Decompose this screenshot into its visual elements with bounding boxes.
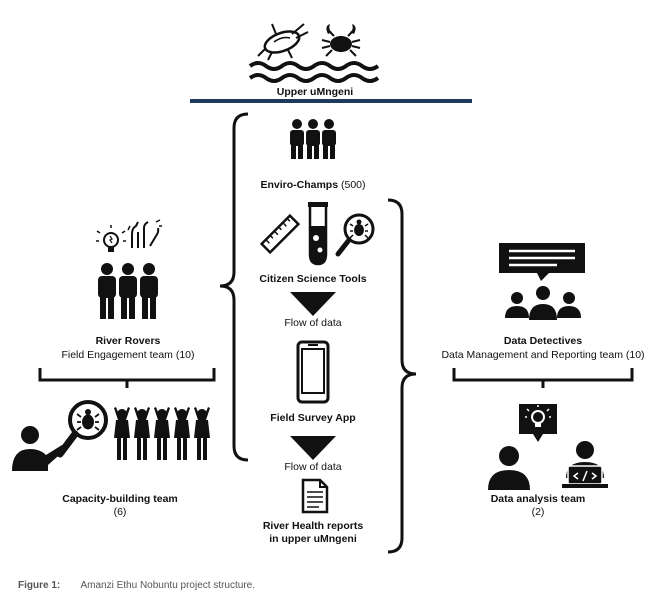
phone-icon <box>296 340 330 404</box>
cheering-people-icon <box>114 407 210 460</box>
presenter-icon <box>488 446 530 490</box>
chat-bubble-icon <box>499 243 585 281</box>
crab-icon <box>321 24 361 57</box>
river-rovers-subtitle: Field Engagement team (10) <box>61 349 195 361</box>
reports-line-1: River Health reports <box>262 520 364 532</box>
capacity-building-count: (6) <box>113 506 127 518</box>
header-bar <box>190 99 472 103</box>
presenter-icon <box>12 426 66 471</box>
figure-text: Amanzi Ethu Nobuntu project structure. <box>80 580 255 591</box>
data-analysis-title: Data analysis team <box>490 493 586 505</box>
flow-of-data-2: Flow of data <box>284 461 342 473</box>
header-title: Upper uMngeni <box>276 86 354 98</box>
citizen-tools-label: Citizen Science Tools <box>259 273 367 285</box>
people-group-icon <box>98 263 158 319</box>
data-detectives-subtitle: Data Management and Reporting team (10) <box>441 349 645 361</box>
figure-label: Figure 1: <box>18 580 61 591</box>
ruler-icon <box>259 213 301 255</box>
laptop-user-icon <box>562 441 608 488</box>
people-group-icon <box>505 286 581 320</box>
enviro-champs-count: (500) <box>341 179 366 191</box>
capacity-building-title: Capacity-building team <box>62 493 178 505</box>
left-bracket <box>219 112 249 462</box>
reports-line-2: in upper uMngeni <box>269 533 357 545</box>
test-tube-icon <box>308 202 328 266</box>
flow-of-data-1: Flow of data <box>284 317 342 329</box>
enviro-champs-name: Enviro-Champs <box>260 179 339 191</box>
people-group-icon <box>290 119 336 159</box>
left-team-bracket <box>38 368 216 388</box>
magnifier-bug-icon <box>335 213 375 257</box>
document-icon <box>301 478 329 514</box>
right-team-bracket <box>452 368 634 388</box>
bug-icon <box>257 23 309 61</box>
arrow-down-icon <box>290 292 336 316</box>
magnifier-bug-icon <box>56 400 108 458</box>
field-survey-app-label: Field Survey App <box>270 412 356 424</box>
lightbulb-icon <box>96 225 126 252</box>
data-analysis-count: (2) <box>531 506 545 518</box>
arrow-down-icon <box>290 436 336 460</box>
data-detectives-title: Data Detectives <box>503 335 583 347</box>
hands-icon <box>127 219 162 248</box>
right-bracket <box>387 198 417 554</box>
waves-icon <box>248 61 380 83</box>
river-rovers-title: River Rovers <box>95 335 161 347</box>
figure-caption: Figure 1: Amanzi Ethu Nobuntu project st… <box>18 580 255 591</box>
lightbulb-icon <box>519 404 557 442</box>
enviro-champs-label: Enviro-Champs (500) <box>253 179 373 191</box>
